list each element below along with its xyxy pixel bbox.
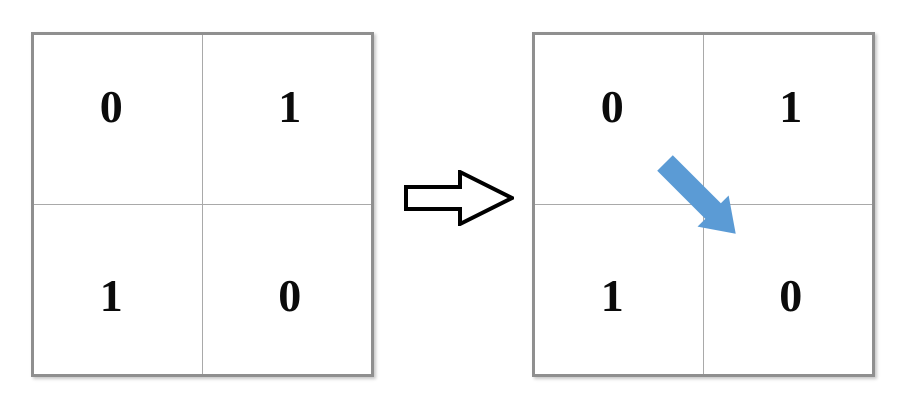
before-cell-r0c0: 0 [99, 80, 123, 132]
before-matrix-cells: 0 1 1 0 [34, 35, 371, 374]
before-cell-r1c0: 1 [99, 270, 123, 322]
after-cell-r0c0: 0 [600, 80, 624, 132]
after-matrix: 0 1 1 0 [532, 32, 875, 377]
transition-block-arrow-icon [404, 168, 517, 228]
before-matrix-horizontal-divider [34, 204, 371, 205]
after-cell-r0c1: 1 [779, 80, 803, 132]
after-matrix-cells: 0 1 1 0 [535, 35, 872, 374]
before-matrix: 0 1 1 0 [31, 32, 374, 377]
before-cell-r0c1: 1 [278, 80, 302, 132]
after-cell-r1c1: 0 [779, 270, 803, 322]
after-cell-r1c0: 1 [600, 270, 624, 322]
before-cell-r1c1: 0 [278, 270, 302, 322]
after-matrix-horizontal-divider [535, 204, 872, 205]
